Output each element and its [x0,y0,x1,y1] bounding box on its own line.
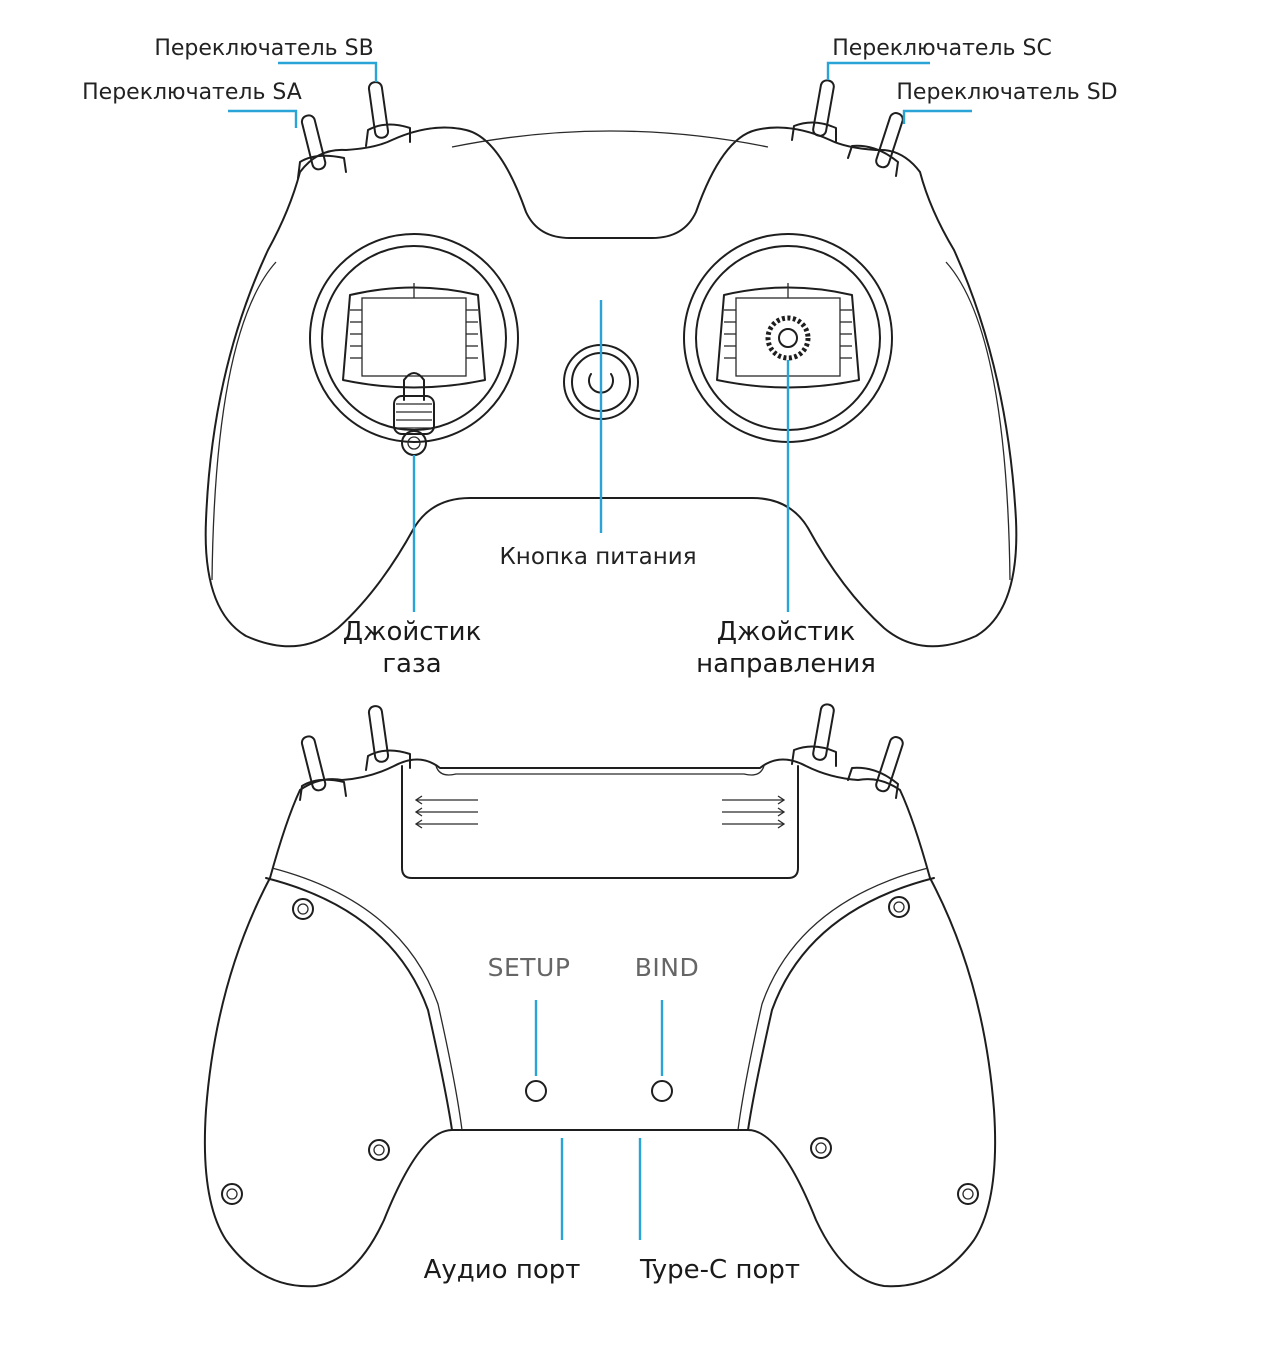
label-switch-sa: Переключатель SA [82,80,302,105]
label-throttle-stick-line2: газа [382,649,441,679]
leader-sc [826,61,930,80]
label-direction-stick-line1: Джойстик [717,617,856,647]
grip-seam-left [265,877,453,1131]
leader-sa [228,109,298,128]
back-switches [299,703,904,801]
leader-sd [902,109,972,124]
switch-sb [365,81,411,147]
label-switch-sd: Переключатель SD [896,80,1117,105]
back-view: SETUP BIND Аудио порт Type-C порт [203,703,997,1288]
label-power-button: Кнопка питания [499,544,696,570]
front-leader-lines [228,61,972,612]
label-switch-sb: Переключатель SB [154,36,373,61]
switch-sd [847,112,904,177]
label-throttle-stick-line1: Джойстик [343,617,482,647]
switch-sc [791,79,837,143]
label-audio-port: Аудио порт [424,1255,581,1285]
switch-sa [297,114,347,179]
label-setup: SETUP [488,953,571,982]
bind-button [651,1080,673,1102]
battery-cover [401,765,799,879]
front-view: Переключатель SB Переключатель SA Перекл… [82,36,1117,679]
label-switch-sc: Переключатель SC [832,36,1052,61]
label-typec-port: Type-C порт [639,1255,800,1285]
throttle-stick [309,233,519,456]
setup-button [525,1080,547,1102]
leader-sb [278,61,378,82]
grip-seam-right [747,877,935,1131]
screws [221,896,979,1205]
label-bind: BIND [635,953,699,982]
front-body-outline [204,126,1018,648]
label-direction-stick-line2: направления [696,649,876,679]
back-body-outline [203,758,997,1288]
